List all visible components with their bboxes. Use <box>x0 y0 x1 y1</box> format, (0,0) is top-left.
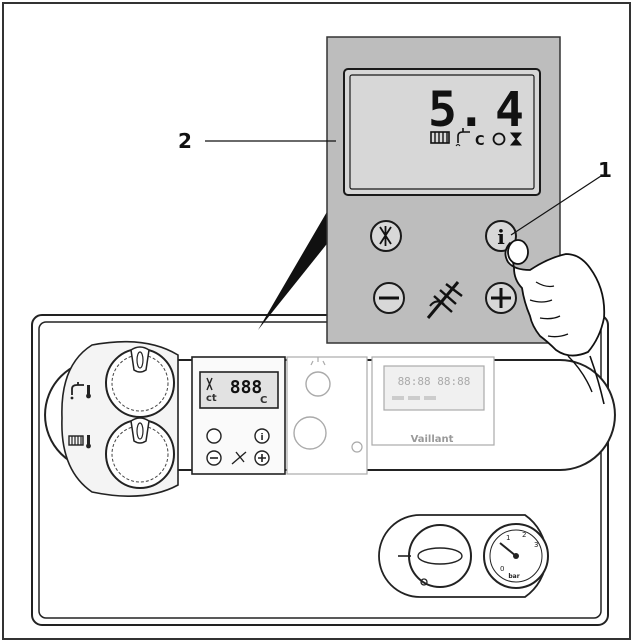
radiator-icon <box>430 131 450 144</box>
flame-off-icon <box>231 451 247 465</box>
tap-icon <box>70 382 84 400</box>
lcd-digit-right: 4 <box>495 82 524 138</box>
gauge-scale-2: 2 <box>522 531 526 539</box>
chimney-sweep-icon <box>379 226 392 246</box>
tap-icon <box>455 128 470 147</box>
programmer-digits: 88:88 88:88 <box>398 375 471 388</box>
chimney-sweep-button-small[interactable] <box>206 428 222 444</box>
lcd-c-symbol: C <box>475 134 485 149</box>
plus-button[interactable] <box>485 282 517 314</box>
radiator-icon <box>68 435 84 446</box>
lcd-digit-left: 5. <box>428 82 486 138</box>
thermometer-icon <box>86 385 91 399</box>
flame-icon <box>492 132 506 146</box>
minus-button[interactable] <box>373 282 405 314</box>
small-lcd-sub-left: ct <box>206 393 217 404</box>
hand-icon <box>504 239 606 405</box>
plus-icon <box>491 288 511 308</box>
chimney-sweep-icon <box>206 377 213 391</box>
hot-water-knob[interactable] <box>105 346 175 418</box>
plus-icon <box>258 454 266 462</box>
chimney-sweep-button[interactable] <box>370 220 402 252</box>
gauge-scale-0: 0 <box>500 565 504 573</box>
programmer-screen <box>383 365 485 411</box>
callout-1-leader <box>510 175 602 236</box>
boiler-front-panel: 888 ct C i 88:88 <box>31 314 616 626</box>
gauge-unit: bar <box>508 573 519 580</box>
gauge-scale-3: 3 <box>534 541 538 549</box>
brand-logo: Vaillant <box>411 434 454 445</box>
small-lcd <box>199 371 279 409</box>
info-icon: i <box>497 225 505 249</box>
zoomed-control-panel: 5. 4 C i <box>326 36 561 344</box>
hourglass-icon <box>509 132 523 146</box>
programmer-unit: 88:88 88:88 <box>371 356 495 446</box>
small-lcd-sub-right: C <box>260 395 267 406</box>
panel-inner <box>38 321 602 619</box>
gauge-needle <box>499 542 517 557</box>
thermometer-icon <box>86 435 91 449</box>
callout-1: 1 <box>598 158 612 182</box>
gauge-scale-1: 1 <box>506 534 510 542</box>
info-icon: i <box>260 433 263 443</box>
heating-knob[interactable] <box>105 417 175 489</box>
auxiliary-controls <box>286 356 368 475</box>
zoom-wedge <box>258 210 330 330</box>
pressure-gauge-housing: 0 1 2 3 bar <box>378 514 549 598</box>
info-button-small[interactable] <box>254 428 270 444</box>
flame-off-icon <box>426 281 463 319</box>
small-lcd-digits: 888 <box>230 377 263 398</box>
display-module: 888 ct C i <box>191 356 286 475</box>
callout-2: 2 <box>178 129 192 153</box>
